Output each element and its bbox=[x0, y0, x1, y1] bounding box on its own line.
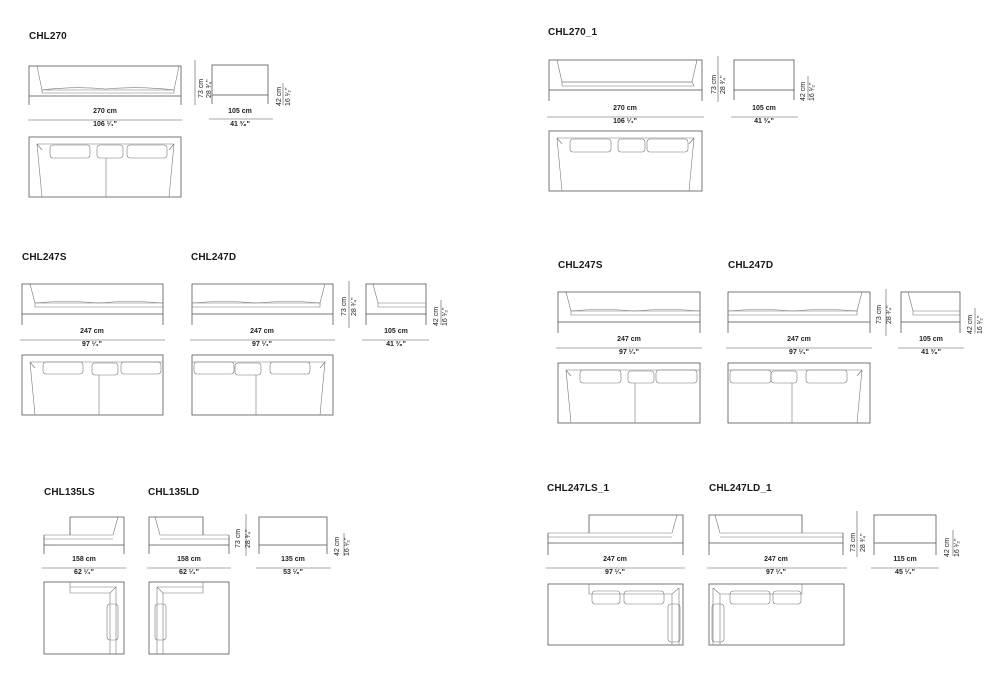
chl135ld-front-view bbox=[148, 516, 230, 554]
chl270-side-view bbox=[211, 64, 269, 104]
chl247l-1-side-view bbox=[873, 514, 937, 555]
chl270-width: 270 cm bbox=[93, 108, 117, 115]
chl270-top-view bbox=[28, 136, 182, 198]
chl247s-b-front-view bbox=[557, 291, 701, 333]
model-title-chl247d-b: CHL247D bbox=[728, 260, 774, 271]
chl135ld-width-in: 62 ¹⁄₄" bbox=[179, 569, 199, 576]
chl247l-1-height-in: 28 ³⁄₄" bbox=[860, 533, 867, 552]
chl247-b-depth-in: 41 ³⁄₈" bbox=[921, 349, 941, 356]
chl247s-b-width: 247 cm bbox=[617, 336, 641, 343]
chl247-a-depth-in: 41 ³⁄₈" bbox=[386, 341, 406, 348]
chl270-1-side-view bbox=[733, 59, 795, 100]
chl135ls-width-in: 62 ¹⁄₄" bbox=[74, 569, 94, 576]
chl247ls-1-width-in: 97 ¹⁄₄" bbox=[605, 569, 625, 576]
chl247l-1-seat: 42 cm bbox=[944, 537, 951, 557]
chl270-width-in: 106 ¹⁄₄" bbox=[93, 121, 117, 128]
chl135-depth: 135 cm bbox=[281, 556, 305, 563]
chl247s-b-width-in: 97 ¹⁄₄" bbox=[619, 349, 639, 356]
chl247s-a-top-view bbox=[21, 354, 164, 416]
chl135ld-width: 158 cm bbox=[177, 556, 201, 563]
chl135ls-width: 158 cm bbox=[72, 556, 96, 563]
chl135-depth-in: 53 ¹⁄₈" bbox=[283, 569, 303, 576]
chl247d-a-front-view bbox=[191, 283, 334, 325]
model-title-chl270: CHL270 bbox=[29, 31, 67, 42]
chl247ls-1-front-view bbox=[547, 514, 684, 555]
chl247l-1-depth-in: 45 ¹⁄₄" bbox=[895, 569, 915, 576]
chl135ls-front-view bbox=[43, 516, 125, 554]
model-title-chl247d-a: CHL247D bbox=[191, 252, 237, 263]
chl247s-b-top-view bbox=[557, 362, 701, 424]
model-title-chl247s-a: CHL247S bbox=[22, 252, 67, 263]
chl247l-1-seat-in: 16 ¹⁄₂" bbox=[954, 538, 961, 557]
chl247l-1-height: 73 cm bbox=[850, 532, 857, 552]
chl270-1-top-view bbox=[548, 130, 703, 192]
chl247d-b-top-view bbox=[727, 362, 871, 424]
chl270-1-depth: 105 cm bbox=[752, 105, 776, 112]
model-title-chl247ls-1: CHL247LS_1 bbox=[547, 483, 610, 494]
chl247d-a-width-in: 97 ¹⁄₄" bbox=[252, 341, 272, 348]
chl247ld-1-width: 247 cm bbox=[764, 556, 788, 563]
chl270-1-front-view bbox=[548, 59, 703, 101]
chl135-side-view bbox=[258, 516, 328, 554]
chl247ld-1-front-view bbox=[708, 514, 844, 555]
chl135ld-top-view bbox=[148, 581, 230, 655]
chl247ld-1-top-view bbox=[708, 583, 845, 646]
chl247d-b-width-in: 97 ¹⁄₄" bbox=[789, 349, 809, 356]
chl247s-a-width-in: 97 ¹⁄₄" bbox=[82, 341, 102, 348]
chl247-a-depth: 105 cm bbox=[384, 328, 408, 335]
chl247ls-1-top-view bbox=[547, 583, 684, 646]
chl247-b-side-view bbox=[900, 291, 961, 333]
chl247-b-depth: 105 cm bbox=[919, 336, 943, 343]
chl247l-1-depth: 115 cm bbox=[893, 556, 917, 563]
model-title-chl135ls: CHL135LS bbox=[44, 487, 95, 498]
chl270-1-width-in: 106 ¹⁄₄" bbox=[613, 118, 637, 125]
model-title-chl135ld: CHL135LD bbox=[148, 487, 200, 498]
chl247-a-side-view bbox=[365, 283, 427, 325]
model-title-chl270-1: CHL270_1 bbox=[548, 27, 598, 38]
chl247s-a-front-view bbox=[21, 283, 164, 325]
chl247d-a-width: 247 cm bbox=[250, 328, 274, 335]
chl247d-b-front-view bbox=[727, 291, 871, 333]
chl247ls-1-width: 247 cm bbox=[603, 556, 627, 563]
chl270-depth-in: 41 ³⁄₈" bbox=[230, 121, 250, 128]
chl247d-b-width: 247 cm bbox=[787, 336, 811, 343]
model-title-chl247ld-1: CHL247LD_1 bbox=[709, 483, 772, 494]
model-title-chl247s-b: CHL247S bbox=[558, 260, 603, 271]
chl135ls-top-view bbox=[43, 581, 125, 655]
chl270-front-view bbox=[28, 65, 182, 105]
chl270-depth: 105 cm bbox=[228, 108, 252, 115]
chl270-1-depth-in: 41 ³⁄₈" bbox=[754, 118, 774, 125]
chl270-1-width: 270 cm bbox=[613, 105, 637, 112]
chl247ld-1-width-in: 97 ¹⁄₄" bbox=[766, 569, 786, 576]
chl247d-a-top-view bbox=[191, 354, 334, 416]
chl247s-a-width: 247 cm bbox=[80, 328, 104, 335]
